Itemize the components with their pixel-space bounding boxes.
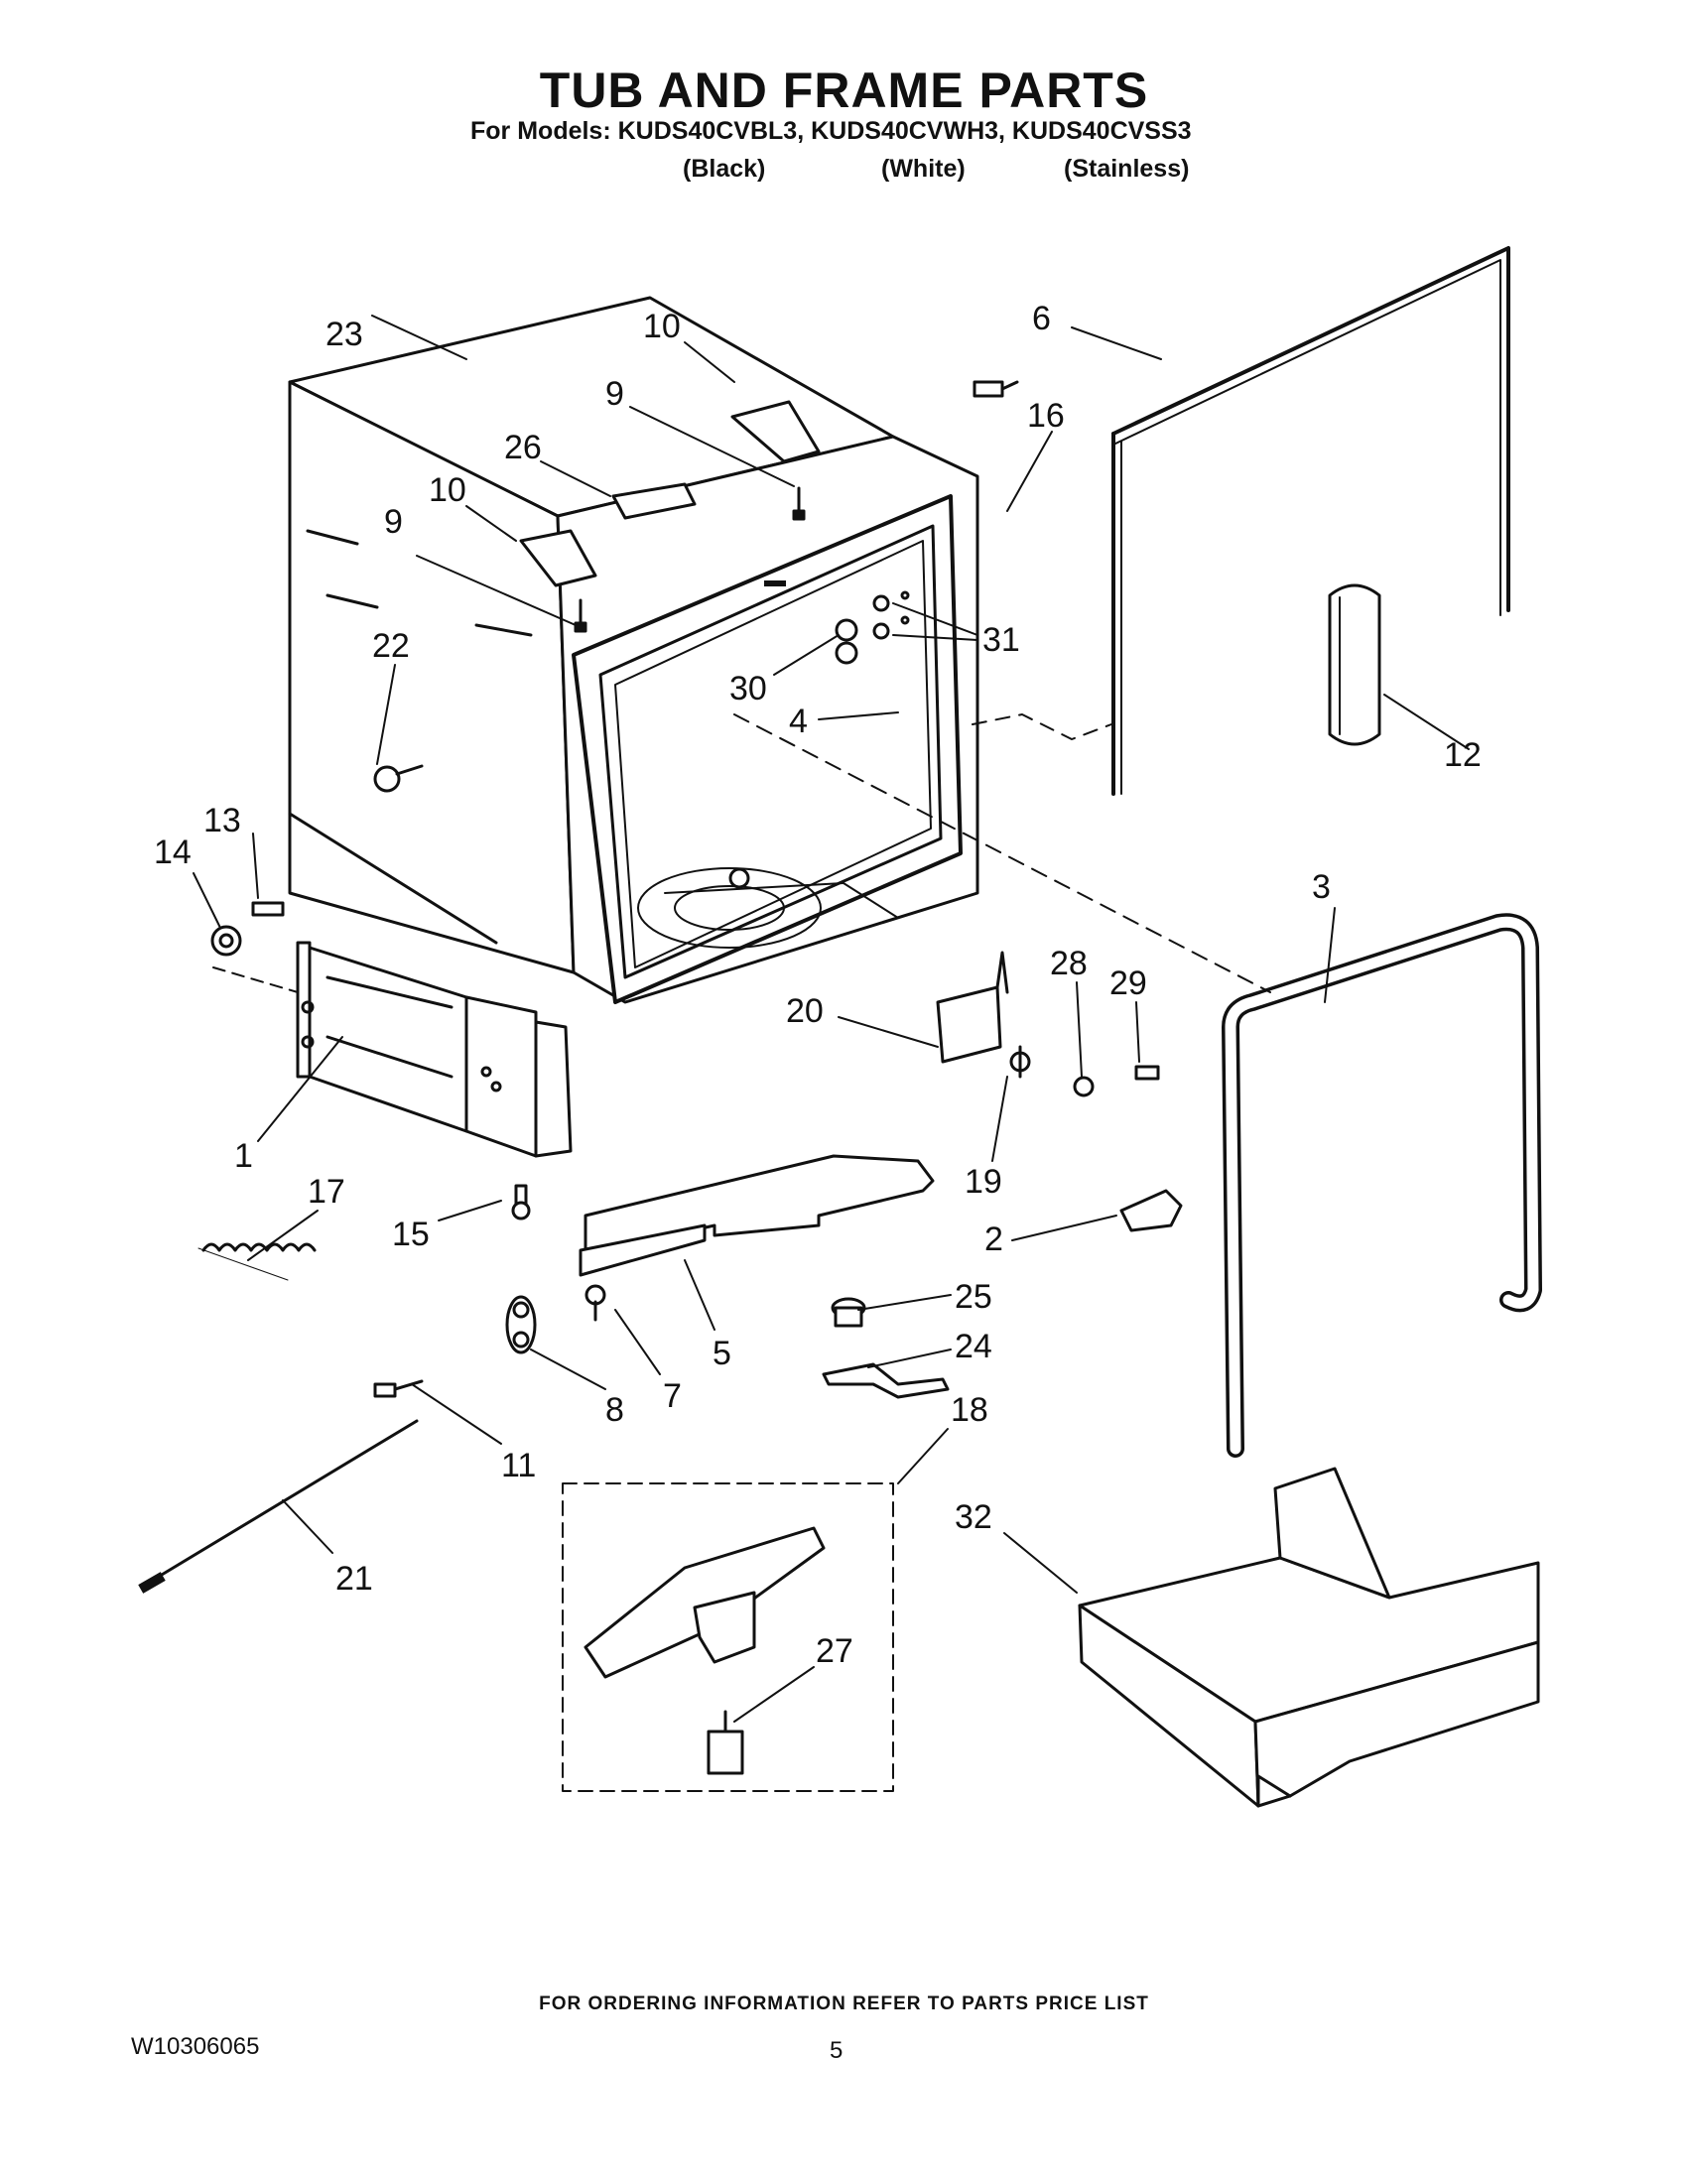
callout-32: 32	[955, 1498, 992, 1536]
document-number: W10306065	[131, 2033, 260, 2060]
leader-lines	[193, 315, 1470, 1723]
callout-3: 3	[1312, 868, 1331, 906]
callout-30: 30	[729, 670, 767, 707]
page-title: TUB AND FRAME PARTS	[539, 63, 1149, 118]
callout-15: 15	[392, 1216, 430, 1253]
callout-14: 14	[154, 834, 192, 871]
callout-5: 5	[713, 1335, 731, 1372]
callout-29: 29	[1109, 964, 1147, 1002]
callout-7: 7	[663, 1377, 682, 1415]
callout-26: 26	[504, 429, 542, 466]
part-spring	[197, 1242, 317, 1281]
callout-9a: 9	[605, 375, 624, 413]
callout-31: 31	[982, 621, 1020, 659]
callout-10a: 10	[643, 308, 681, 345]
part-frame	[296, 941, 573, 1158]
part-tub	[288, 296, 979, 1004]
part-tube	[1328, 583, 1381, 746]
part-latch-2	[1119, 1189, 1183, 1232]
callout-13: 13	[203, 802, 241, 839]
callout-27: 27	[816, 1632, 853, 1670]
part-switch-25-24	[822, 1297, 950, 1399]
callout-4: 4	[789, 703, 808, 740]
part-bracket-20	[936, 951, 1009, 1064]
callout-11: 11	[501, 1447, 536, 1484]
part-kick-panel	[579, 1154, 935, 1277]
variant-black: (Black)	[683, 155, 766, 183]
callout-8: 8	[605, 1391, 624, 1429]
callout-17: 17	[308, 1173, 345, 1211]
callout-18: 18	[951, 1391, 988, 1429]
callout-16: 16	[1027, 397, 1065, 435]
callout-9b: 9	[384, 503, 403, 541]
part-sensor-cable	[138, 1419, 419, 1594]
part-insulation	[1078, 1467, 1540, 1808]
page-number: 5	[830, 2037, 844, 2064]
callout-12: 12	[1444, 736, 1482, 774]
callout-10b: 10	[429, 471, 466, 509]
models-line: For Models: KUDS40CVBL3, KUDS40CVWH3, KU…	[470, 117, 1192, 145]
callout-2: 2	[984, 1220, 1003, 1258]
callout-28: 28	[1050, 945, 1088, 982]
part-screws	[251, 380, 1160, 1398]
part-door-gasket	[1222, 913, 1542, 1458]
ordering-note: FOR ORDERING INFORMATION REFER TO PARTS …	[539, 1993, 1149, 2014]
callout-19: 19	[965, 1163, 1002, 1201]
variant-white: (White)	[881, 155, 966, 183]
callout-25: 25	[955, 1278, 992, 1316]
callout-24: 24	[955, 1328, 992, 1365]
callout-1: 1	[234, 1137, 253, 1175]
callout-21: 21	[335, 1560, 373, 1598]
part-hinge-brackets	[519, 400, 821, 587]
part-assembly-box	[562, 1482, 894, 1792]
callout-20: 20	[786, 992, 824, 1030]
part-door-gasket-strip	[972, 246, 1510, 796]
callout-6: 6	[1032, 300, 1051, 337]
callout-labels: 23 10 9 6 16 26 10 9 31 22 30 4 12 13 14…	[154, 300, 1482, 1670]
callout-23: 23	[325, 316, 363, 353]
part-rollers	[210, 590, 910, 1354]
variant-stainless: (Stainless)	[1064, 155, 1190, 183]
callout-22: 22	[372, 627, 410, 665]
